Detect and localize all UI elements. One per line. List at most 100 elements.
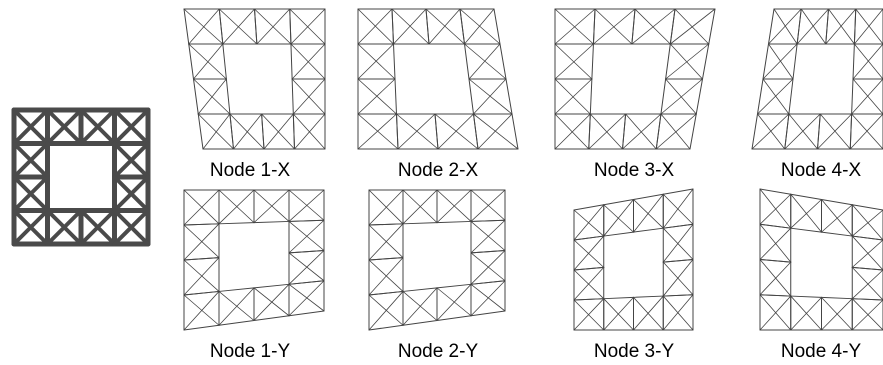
lattice-n1y-edge bbox=[183, 257, 220, 261]
lattice-n1y-brace bbox=[218, 291, 255, 321]
lattice-n1y-edge bbox=[288, 250, 325, 254]
lattice-n4y-brace bbox=[790, 193, 822, 233]
lattice-n1y-edge bbox=[183, 324, 220, 331]
caption-node-4-y: Node 4-Y bbox=[780, 341, 862, 362]
lattice-n3y-edge bbox=[662, 259, 694, 263]
lattice-n4y-edge bbox=[790, 227, 822, 233]
lattice-n2x-brace bbox=[396, 113, 439, 150]
caption-node-4-x: Node 4-X bbox=[780, 160, 862, 181]
lattice-n1x-brace bbox=[197, 113, 234, 150]
lattice-n3x-brace bbox=[669, 8, 716, 45]
lattice-panel-n2y bbox=[368, 189, 506, 331]
lattice-n1x-edge bbox=[291, 78, 294, 115]
lattice-n3x-brace bbox=[634, 8, 671, 45]
lattice-n1y-brace bbox=[218, 287, 255, 326]
caption-node-3-x: Node 3-X bbox=[593, 160, 675, 181]
lattice-n2x-edge bbox=[396, 113, 399, 150]
lattice-n3y-brace bbox=[573, 209, 605, 237]
lattice-n2y-edge bbox=[402, 222, 438, 225]
lattice-n1y-brace bbox=[288, 221, 325, 251]
lattice-n2y-brace bbox=[368, 224, 404, 259]
reference-lattice-brace bbox=[112, 208, 150, 246]
lattice-n1y-edge bbox=[218, 287, 255, 292]
lattice-n3x-brace bbox=[631, 8, 676, 45]
lattice-n2x-edge bbox=[393, 43, 396, 80]
lattice-n3y-brace bbox=[633, 199, 664, 229]
lattice-n1x-brace bbox=[188, 43, 227, 80]
lattice-n1y-brace bbox=[288, 280, 325, 317]
lattice-n3y-brace bbox=[633, 296, 664, 331]
lattice-n3x-brace bbox=[554, 78, 593, 115]
lattice-n1x-brace bbox=[292, 113, 326, 150]
lattice-n4y-edge bbox=[821, 296, 853, 300]
lattice-n1x-brace bbox=[290, 8, 326, 45]
reference-lattice-brace bbox=[12, 141, 50, 179]
lattice-n3x-edge bbox=[589, 78, 593, 115]
lattice-n3y-brace bbox=[573, 299, 605, 331]
lattice-n3y-brace bbox=[573, 269, 605, 300]
lattice-n4x-edge bbox=[825, 8, 829, 45]
lattice-n4y-brace bbox=[759, 294, 792, 331]
lattice-n3y-brace bbox=[573, 235, 605, 271]
lattice-n1x-brace bbox=[193, 43, 224, 80]
lattice-n1y-brace bbox=[183, 223, 220, 261]
lattice-n1y-brace bbox=[183, 224, 220, 259]
lattice-n4y-brace bbox=[790, 295, 822, 331]
lattice-n3x-edge bbox=[665, 43, 671, 80]
lattice-n4x-brace bbox=[768, 43, 794, 80]
lattice-panel-n4x bbox=[751, 8, 883, 150]
lattice-n2x-edge bbox=[459, 8, 465, 45]
lattice-n2y-brace bbox=[470, 221, 506, 251]
lattice-n1y-brace bbox=[253, 189, 290, 222]
lattice-n4x-edge bbox=[762, 43, 769, 80]
lattice-n1x-edge bbox=[290, 43, 293, 80]
lattice-n2y-edge bbox=[368, 290, 404, 296]
lattice-n2y-brace bbox=[470, 250, 506, 285]
lattice-n1y-brace bbox=[218, 189, 255, 225]
reference-lattice-brace bbox=[112, 141, 150, 179]
lattice-n2x-brace bbox=[357, 113, 399, 150]
lattice-n4x-brace bbox=[796, 8, 829, 45]
lattice-n4x-brace bbox=[828, 8, 855, 45]
lattice-n1x-brace bbox=[261, 113, 295, 150]
lattice-n3y-edge bbox=[662, 188, 694, 195]
lattice-n4y-edge bbox=[759, 259, 792, 263]
lattice-n4x-brace bbox=[751, 113, 790, 150]
caption-node-3-y: Node 3-Y bbox=[593, 341, 675, 362]
lattice-n1x-edge bbox=[222, 43, 227, 80]
lattice-n2y-brace bbox=[368, 189, 404, 226]
lattice-n4x-brace bbox=[757, 78, 794, 115]
lattice-n4y-brace bbox=[759, 188, 792, 229]
lattice-n1x-edge bbox=[183, 8, 190, 45]
lattice-n1y-brace bbox=[288, 189, 325, 221]
lattice-n2y-brace bbox=[470, 219, 506, 254]
lattice-n2y-brace bbox=[470, 189, 506, 222]
lattice-n4y-brace bbox=[821, 199, 853, 237]
lattice-panel-n3x bbox=[554, 8, 716, 150]
lattice-n4y-brace bbox=[851, 209, 883, 237]
lattice-n4y-brace bbox=[851, 204, 883, 241]
lattice-n1y-edge bbox=[253, 315, 290, 321]
lattice-n3x-edge bbox=[695, 78, 703, 115]
lattice-n4x-brace bbox=[851, 78, 883, 115]
lattice-n1y-brace bbox=[218, 189, 255, 224]
lattice-n2y-edge bbox=[368, 324, 404, 331]
lattice-n4x-edge bbox=[757, 78, 764, 115]
lattice-n3x-brace bbox=[660, 113, 691, 150]
lattice-n4y-edge bbox=[851, 204, 883, 211]
lattice-n3x-edge bbox=[655, 113, 662, 150]
lattice-n4y-brace bbox=[759, 193, 792, 225]
lattice-n3y-edge bbox=[662, 223, 694, 229]
lattice-n2x-edge bbox=[464, 43, 470, 80]
lattice-n1x-brace bbox=[222, 8, 255, 45]
lattice-n3x-brace bbox=[554, 8, 596, 45]
lattice-n1y-edge bbox=[288, 310, 325, 317]
lattice-n4y-brace bbox=[851, 239, 883, 268]
lattice-n2x-brace bbox=[397, 113, 436, 150]
lattice-n4x-edge bbox=[817, 113, 821, 150]
lattice-n2y-brace bbox=[436, 287, 472, 317]
lattice-n2x-brace bbox=[357, 113, 397, 150]
lattice-n1y-brace bbox=[288, 252, 325, 282]
lattice-n2y-edge bbox=[470, 219, 506, 222]
caption-node-1-y: Node 1-Y bbox=[209, 341, 291, 362]
